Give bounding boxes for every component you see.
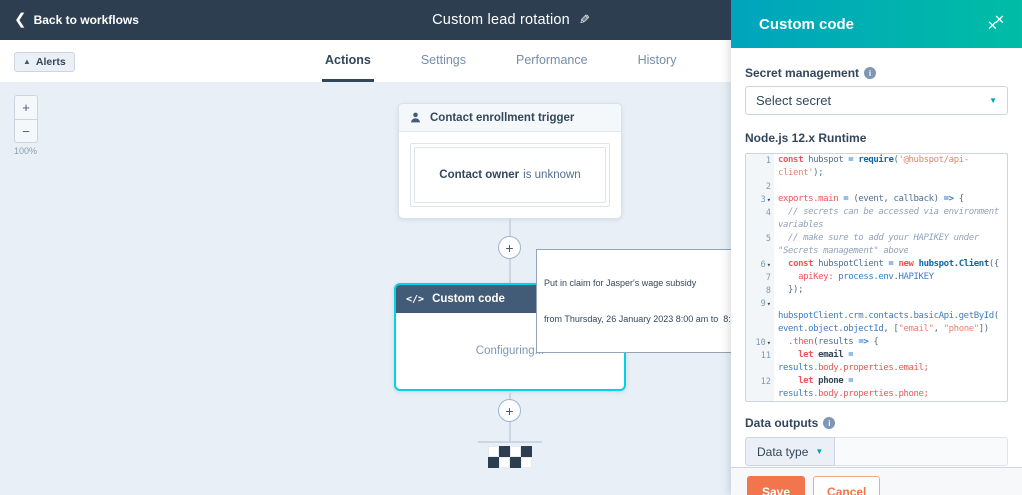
tab-history[interactable]: History	[637, 52, 677, 67]
code-icon: </>	[406, 293, 425, 305]
tooltip-line1: Put in claim for Jasper's wage subsidy	[544, 278, 697, 288]
action-title: Custom code	[432, 293, 505, 305]
code-row: 10▾ .then(results => {	[746, 336, 1007, 349]
code-row: "Secrets management" above	[746, 245, 1007, 258]
zoom-in-button[interactable]: +	[22, 100, 30, 115]
edit-pencil-icon[interactable]: ✎	[578, 12, 590, 27]
cancel-button[interactable]: Cancel	[813, 476, 881, 495]
chevron-left-icon: ❮	[14, 11, 27, 28]
tab-actions[interactable]: Actions	[322, 40, 374, 82]
zoom-level: 100%	[14, 146, 38, 156]
code-row: event.object.objectId, ["email", "phone"…	[746, 323, 1007, 336]
tab-bar: ▲ Alerts Actions Settings Performance Hi…	[0, 40, 731, 82]
data-outputs-label: Data outputs	[745, 416, 819, 430]
panel-footer: Save Cancel	[731, 467, 1022, 495]
tabs: Actions Settings Performance History	[322, 40, 679, 82]
code-row: 8 });	[746, 284, 1007, 297]
tooltip-line2: from Thursday, 26 January 2023 8:00 am t…	[544, 314, 756, 324]
panel-title: Custom code	[759, 15, 855, 33]
code-row: 6▾ const hubspotClient = new hubspot.Cli…	[746, 258, 1007, 271]
end-flag	[488, 446, 532, 468]
alerts-label: Alerts	[35, 56, 66, 68]
warning-triangle-icon: ▲	[23, 57, 31, 66]
workflow-title-wrap: Custom lead rotation ✎	[0, 0, 1022, 40]
custom-code-action-card[interactable]: </> Custom code Configuring...	[394, 283, 626, 391]
data-output-name-input[interactable]	[835, 437, 1008, 466]
save-button[interactable]: Save	[747, 476, 806, 495]
custom-code-panel: Custom code ✕✕ Secret management i Selec…	[731, 0, 1022, 495]
workflow-title: Custom lead rotation	[432, 12, 570, 28]
code-row: client');	[746, 167, 1007, 180]
chevron-down-icon: ▼	[989, 96, 997, 105]
chevron-down-icon: ▼	[815, 447, 824, 456]
tab-performance[interactable]: Performance	[516, 52, 588, 67]
alerts-button[interactable]: ▲ Alerts	[14, 52, 75, 72]
secret-management-label: Secret management	[745, 66, 860, 80]
data-outputs-label-row: Data outputs i	[745, 416, 1008, 430]
code-row: 11 let email =	[746, 349, 1007, 362]
end-line	[478, 441, 542, 443]
data-type-dropdown[interactable]: Data type ▼	[745, 437, 836, 466]
back-label: Back to workflows	[33, 13, 139, 27]
action-status: Configuring...	[475, 345, 545, 357]
info-icon[interactable]: i	[823, 417, 836, 429]
code-row: 12 let phone =	[746, 375, 1007, 388]
zoom-out-button[interactable]: −	[15, 119, 37, 142]
code-row: variables	[746, 219, 1007, 232]
data-output-row: Data type ▼	[745, 437, 1008, 466]
trigger-card-header: Contact enrollment trigger	[399, 104, 621, 132]
info-icon[interactable]: i	[864, 67, 877, 79]
add-action-button-top[interactable]: +	[498, 236, 521, 259]
zoom-controls: + −	[14, 95, 38, 143]
code-row: hubspotClient.crm.contacts.basicApi.getB…	[746, 310, 1007, 323]
contact-person-icon	[410, 112, 421, 123]
criteria-property: Contact owner	[439, 169, 520, 181]
workflow-canvas: + − 100% Contact enrollment trigger Cont…	[0, 82, 764, 495]
close-icon[interactable]: ✕✕	[987, 12, 1005, 33]
trigger-title: Contact enrollment trigger	[430, 111, 575, 124]
back-to-workflows-link[interactable]: ❮ Back to workflows	[14, 0, 139, 40]
data-type-label: Data type	[757, 444, 809, 459]
code-row: 2	[746, 180, 1007, 193]
event-tooltip: Put in claim for Jasper's wage subsidy f…	[536, 249, 764, 353]
secret-management-label-row: Secret management i	[745, 66, 1008, 80]
code-row: 3▾exports.main = (event, callback) => {	[746, 193, 1007, 206]
trigger-criteria[interactable]: Contact owner is unknown	[414, 147, 606, 203]
enrollment-trigger-card[interactable]: Contact enrollment trigger Contact owner…	[398, 103, 622, 219]
code-row: 5 // make sure to add your HAPIKEY under	[746, 232, 1007, 245]
criteria-operator: is unknown	[523, 169, 581, 181]
code-row: 7 apiKey: process.env.HAPIKEY	[746, 271, 1007, 284]
panel-header: Custom code ✕✕	[731, 0, 1022, 48]
code-row: 4 // secrets can be accessed via environ…	[746, 206, 1007, 219]
select-secret-dropdown[interactable]: Select secret ▼	[745, 86, 1008, 115]
tab-settings[interactable]: Settings	[420, 52, 467, 67]
select-secret-value: Select secret	[756, 93, 832, 108]
code-row: results.body.properties.phone;	[746, 388, 1007, 401]
panel-body: Secret management i Select secret ▼ Node…	[731, 48, 1022, 466]
runtime-label: Node.js 12.x Runtime	[745, 131, 867, 145]
add-action-button-bottom[interactable]: +	[498, 399, 521, 422]
code-row: 9▾	[746, 297, 1007, 310]
code-row: results.body.properties.email;	[746, 362, 1007, 375]
trigger-criteria-outer: Contact owner is unknown	[410, 143, 610, 207]
